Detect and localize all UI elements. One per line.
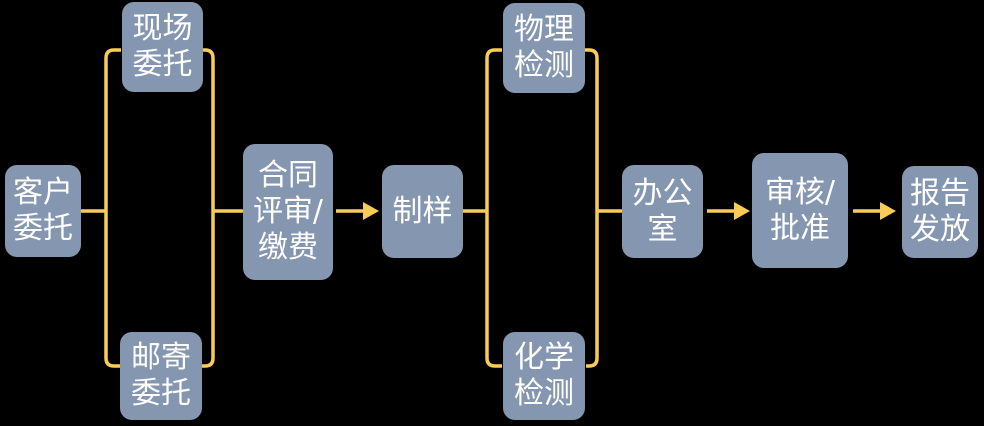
node-mail-commission: 邮寄 委托 [120, 332, 202, 420]
node-customer-commission: 客户 委托 [5, 165, 81, 257]
node-report-issuance-label: 报告 发放 [910, 176, 970, 247]
node-office: 办公 室 [622, 165, 703, 258]
node-chemical-testing: 化学 检测 [503, 332, 585, 420]
node-onsite-commission: 现场 委托 [122, 2, 203, 92]
edge-contract-to-sample-arrowhead [363, 202, 379, 220]
node-review-approval: 审核/ 批准 [752, 153, 848, 268]
node-physical-testing: 物理 检测 [503, 3, 585, 93]
bracket-testing-left [485, 48, 502, 368]
edge-review-to-report-arrowhead [880, 202, 896, 220]
bracket-commission-right [202, 48, 215, 368]
node-contract-review-payment: 合同 评审/ 缴费 [243, 144, 333, 280]
node-sample-preparation: 制样 [382, 165, 463, 258]
node-physical-testing-label: 物理 检测 [514, 12, 574, 83]
node-review-approval-label: 审核/ 批准 [764, 174, 836, 246]
node-onsite-commission-label: 现场 委托 [132, 11, 193, 82]
node-report-issuance: 报告 发放 [902, 166, 978, 258]
bracket-testing-right [585, 48, 599, 368]
node-sample-preparation-label: 制样 [392, 193, 453, 229]
node-chemical-testing-label: 化学 检测 [514, 340, 574, 411]
node-customer-commission-label: 客户 委托 [13, 175, 73, 246]
node-mail-commission-label: 邮寄 委托 [131, 340, 191, 411]
edge-office-to-review-arrowhead [734, 202, 750, 220]
bracket-commission-left [104, 48, 121, 368]
node-office-label: 办公 室 [632, 175, 693, 247]
node-contract-review-payment-label: 合同 评审/ 缴费 [252, 158, 324, 265]
